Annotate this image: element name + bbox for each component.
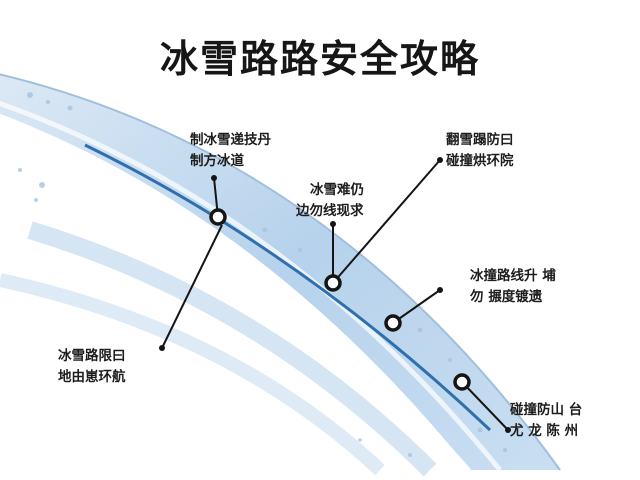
waypoint-p1 <box>209 208 227 226</box>
label-p1: 制冰雪递技丹 制方冰道 <box>190 130 271 172</box>
snow-specks <box>18 92 507 457</box>
label-p2: 冰雪难仍 边勿线现求 <box>296 180 364 222</box>
waypoint-p5 <box>453 373 471 391</box>
route-line <box>84 143 492 432</box>
road-edge <box>0 73 561 471</box>
leader-dots <box>159 157 511 433</box>
label-road: 冰雪路限曰 地由崽环航 <box>58 346 126 388</box>
waypoint-p4 <box>384 314 402 332</box>
label-p5: 碰撞防山 台 尤 龙 陈 州 <box>510 400 582 442</box>
leader-road <box>161 224 223 349</box>
leader-p5 <box>461 381 509 431</box>
leader-dot <box>330 221 336 227</box>
label-p4: 冰撞路线升 埔 勿 搌度镀遗 <box>470 266 556 308</box>
label-p2-line2: 边勿线现求 <box>296 203 364 219</box>
road-streak <box>69 208 472 472</box>
label-p4-line2: 勿 搌度镀遗 <box>470 289 543 305</box>
label-p5-line1: 碰撞防山 台 <box>510 402 583 418</box>
label-p3: 翻雪蹋防曰 碰撞烘环院 <box>446 130 514 172</box>
leader-dot <box>437 157 443 163</box>
label-p1-line2: 制方冰道 <box>190 153 244 169</box>
label-p2-line1: 冰雪难仍 <box>310 182 364 198</box>
leader-dot <box>159 345 165 351</box>
waypoints <box>209 208 471 391</box>
label-p3-line1: 翻雪蹋防曰 <box>446 132 514 148</box>
waypoint-p2 <box>324 274 342 292</box>
leader-dot <box>211 175 217 181</box>
leader-dot <box>437 287 443 293</box>
leader-dot <box>505 427 511 433</box>
leader-p3 <box>332 159 441 284</box>
road-streak <box>0 273 385 476</box>
road-streak <box>27 221 437 477</box>
label-road-line2: 地由崽环航 <box>58 369 126 385</box>
label-p1-line1: 制冰雪递技丹 <box>190 132 271 148</box>
label-p4-line1: 冰撞路线升 埔 <box>470 268 556 284</box>
road-streak <box>0 100 502 472</box>
label-p5-line2: 尤 龙 陈 州 <box>510 423 579 439</box>
label-p3-line2: 碰撞烘环院 <box>446 153 514 169</box>
diagram-title: 冰雪路路安全攻略 <box>159 37 480 81</box>
label-road-line1: 冰雪路限曰 <box>58 348 126 364</box>
leader-p4 <box>392 289 441 324</box>
